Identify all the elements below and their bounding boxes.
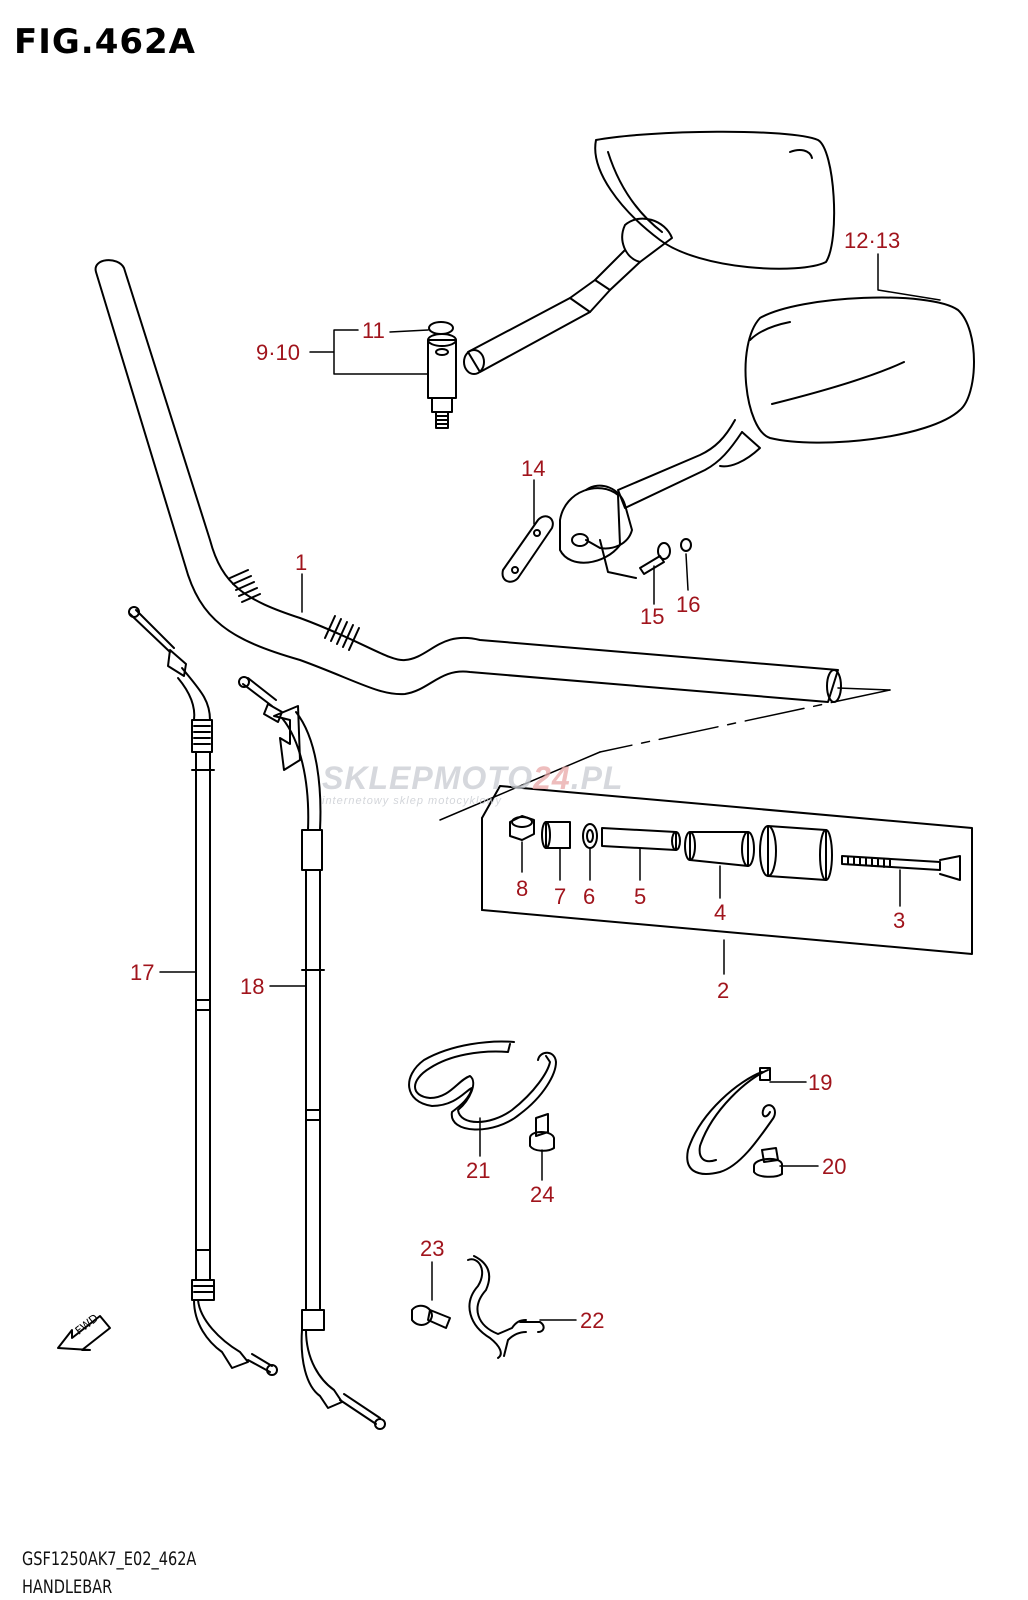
callout-1: 1: [295, 550, 308, 575]
callout-3: 3: [893, 908, 906, 933]
callout-18: 18: [240, 974, 265, 999]
bar-end-assembly: [481, 785, 973, 955]
callout-7: 7: [554, 884, 567, 909]
watermark-brand-main: SKLEPMOTO: [322, 760, 534, 796]
cable-clamps: [408, 1040, 783, 1359]
callout-9-10: 9·10: [256, 340, 301, 365]
figure-code: GSF1250AK7_E02_462A: [22, 1548, 197, 1570]
callout-2: 2: [717, 978, 730, 1003]
callout-leaders: [159, 253, 941, 1321]
callout-4: 4: [714, 900, 727, 925]
callout-14: 14: [521, 456, 546, 481]
callout-5: 5: [634, 884, 647, 909]
callout-16: 16: [676, 592, 701, 617]
explode-lines: [439, 687, 891, 821]
callout-22: 22: [580, 1308, 605, 1333]
callout-20: 20: [822, 1154, 847, 1179]
callout-8: 8: [516, 876, 529, 901]
callout-17: 17: [130, 960, 155, 985]
callout-24: 24: [530, 1182, 555, 1207]
watermark-brand-accent: 24: [533, 760, 571, 796]
callout-15: 15: [640, 604, 665, 629]
watermark-brand-suffix: .PL: [570, 760, 624, 796]
callout-11: 11: [362, 318, 385, 343]
left-mirror: [427, 130, 836, 429]
figure-title: FIG.462A: [14, 22, 196, 62]
callout-19: 19: [808, 1070, 833, 1095]
watermark-tagline: internetowy sklep motocyklowy: [322, 795, 503, 807]
forward-arrow-icon: [57, 1315, 111, 1351]
callout-23: 23: [420, 1236, 445, 1261]
throttle-cables: [128, 606, 386, 1430]
figure-name: HANDLEBAR: [22, 1576, 113, 1598]
watermark-brand: SKLEPMOTO24.PL: [322, 760, 623, 797]
callout-6: 6: [583, 884, 596, 909]
right-mirror: [501, 296, 975, 583]
handlebar-tube: [94, 259, 842, 703]
callout-12-13: 12·13: [844, 228, 901, 253]
callout-21: 21: [466, 1158, 491, 1183]
